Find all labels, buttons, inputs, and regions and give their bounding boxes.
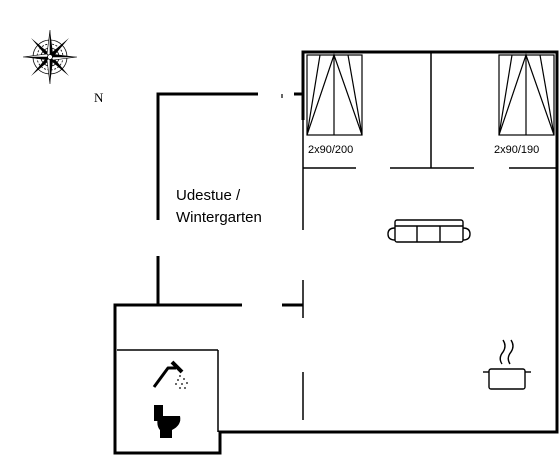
compass-rose-icon [22,29,78,85]
north-label: N [94,90,104,105]
right-bed-label: 2x90/190 [494,144,539,156]
sunroom-label-line1: Udestue / [176,187,241,204]
shower-icon [152,360,188,389]
cooking-pot-icon [483,339,531,390]
interior-walls [117,52,557,432]
sofa-icon [387,219,471,243]
bed-icon [306,53,363,136]
walls [113,50,559,455]
left-bed-label: 2x90/200 [308,144,353,156]
sunroom-label-line2: Wintergarten [176,209,262,226]
bed-icon [498,53,555,136]
toilet-icon [154,405,181,438]
